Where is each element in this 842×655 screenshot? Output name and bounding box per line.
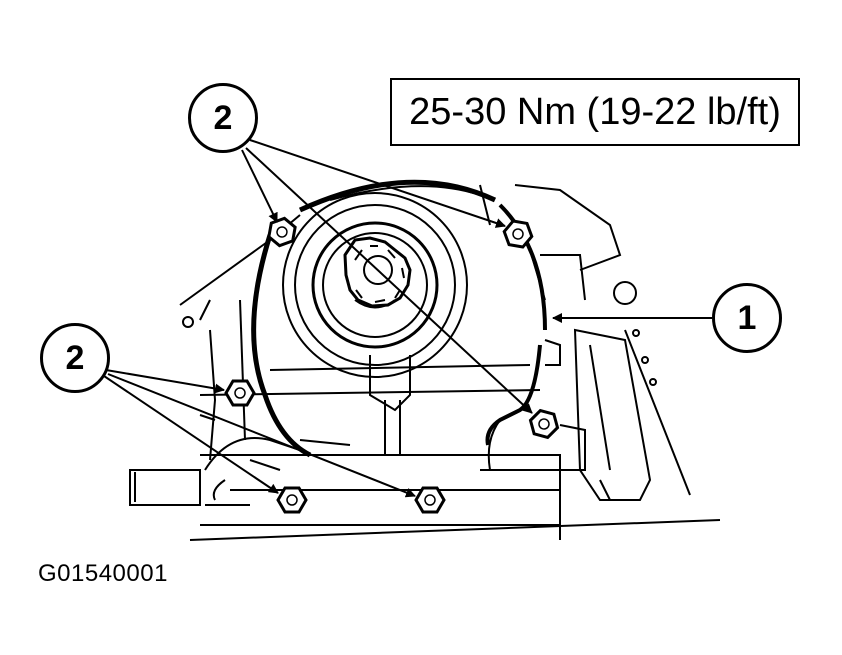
callout-upper-bolts-number: 2 xyxy=(213,98,233,137)
engine-block xyxy=(129,184,721,541)
callout-cover: 1 xyxy=(712,283,782,353)
callout-upper-bolts: 2 xyxy=(188,83,258,153)
torque-spec-text: 25-30 Nm (19-22 lb/ft) xyxy=(409,90,781,133)
bolt-left-middle xyxy=(224,379,256,407)
torque-spec-box: 25-30 Nm (19-22 lb/ft) xyxy=(390,78,800,146)
callout-cover-number: 1 xyxy=(737,298,757,337)
crankshaft-pulley xyxy=(282,192,468,378)
bolt-lower-center xyxy=(414,486,446,514)
bolt-lower-left xyxy=(276,486,308,514)
figure-id: G01540001 xyxy=(38,560,168,587)
callout-lower-bolts-number: 2 xyxy=(65,338,85,377)
bolt-right-lower xyxy=(525,407,563,441)
leader-lines-upper xyxy=(241,139,533,414)
leader-lines-lower xyxy=(103,369,416,498)
timing-cover xyxy=(251,179,547,458)
callout-lower-bolts: 2 xyxy=(40,323,110,393)
